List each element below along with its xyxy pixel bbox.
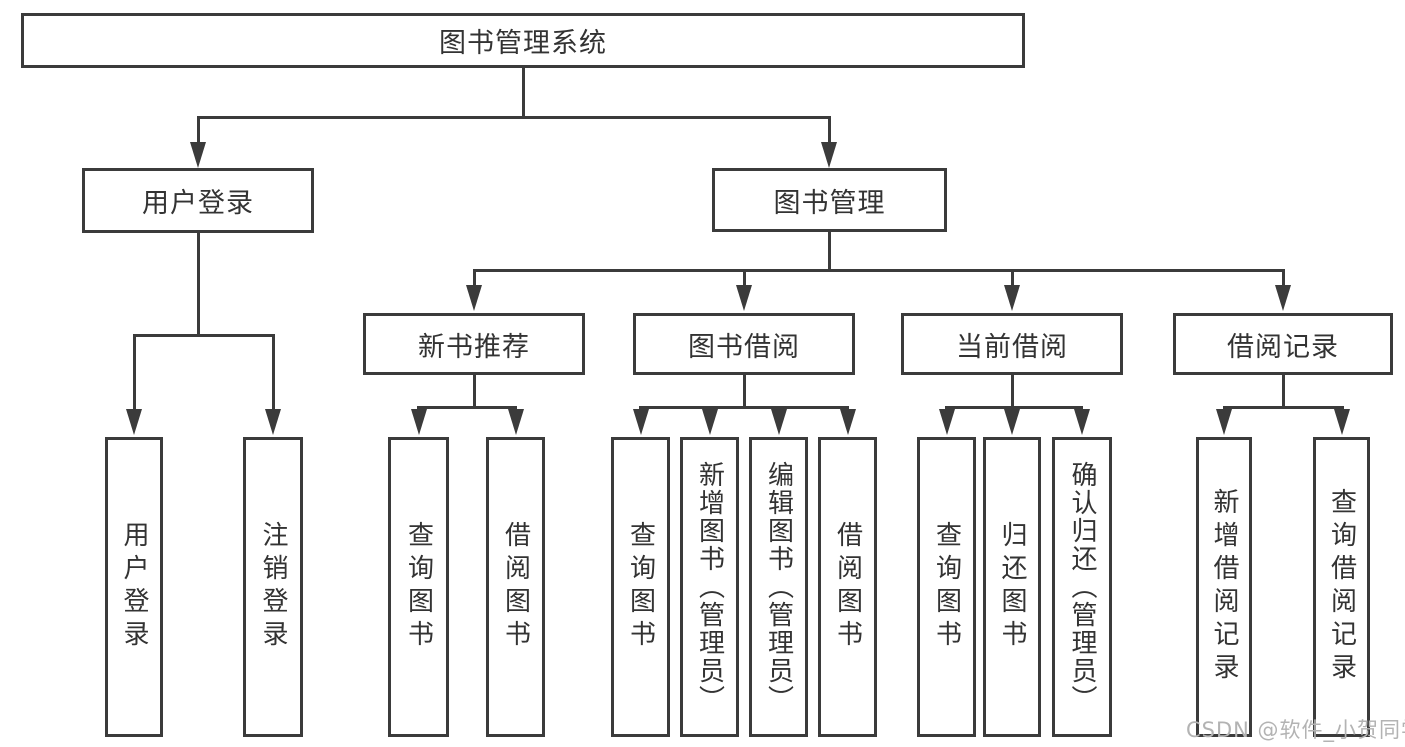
connector-line <box>132 334 275 337</box>
arrow-down-icon <box>1004 285 1020 311</box>
connector-line <box>1010 269 1014 287</box>
leaf-add-books-admin: 新增图书（管理员） <box>680 437 739 737</box>
connector-line <box>1222 406 1344 409</box>
arrow-down-icon <box>1004 409 1020 435</box>
arrow-down-icon <box>1074 409 1090 435</box>
leaf-borrow-books: 借阅图书 <box>818 437 877 737</box>
connector-line <box>472 269 476 287</box>
arrow-down-icon <box>736 285 752 311</box>
connector-line <box>1010 375 1014 409</box>
leaf-add-borrowing-record: 新增借阅记录 <box>1196 437 1252 737</box>
connector-line <box>742 375 746 409</box>
connector-line <box>196 116 200 144</box>
node-label: 图书管理系统 <box>439 28 607 59</box>
node-book-borrowing: 图书借阅 <box>633 313 855 375</box>
connector-line <box>472 375 476 409</box>
leaf-query-books-recommend: 查询图书 <box>388 437 449 737</box>
arrow-down-icon <box>507 409 524 435</box>
arrow-down-icon <box>265 409 281 435</box>
leaf-borrow-books-recommend: 借阅图书 <box>486 437 545 737</box>
connector-line <box>827 232 831 272</box>
connector-line <box>1281 375 1285 409</box>
node-current-borrowing: 当前借阅 <box>901 313 1123 375</box>
node-label: 查询图书 <box>931 521 962 653</box>
connector-line <box>196 233 200 337</box>
node-label: 图书管理 <box>773 187 886 219</box>
arrow-down-icon <box>839 409 856 435</box>
node-label: 借阅记录 <box>1227 331 1339 363</box>
connector-line <box>1281 269 1285 287</box>
node-label: 归还图书 <box>997 521 1027 653</box>
leaf-user-login: 用户登录 <box>105 437 163 737</box>
connector-line <box>271 334 275 412</box>
leaf-query-borrowing-record: 查询借阅记录 <box>1313 437 1370 737</box>
connector-line <box>521 68 525 118</box>
arrow-down-icon <box>701 409 718 435</box>
node-label: 用户登录 <box>142 188 254 219</box>
leaf-confirm-return-admin: 确认归还（管理员） <box>1052 437 1112 737</box>
arrow-down-icon <box>632 409 649 435</box>
node-label: 图书借阅 <box>688 331 800 363</box>
leaf-query-books-current: 查询图书 <box>917 437 976 737</box>
node-label: 查询图书 <box>625 521 656 653</box>
arrow-down-icon <box>190 142 206 168</box>
node-label: 新增借阅记录 <box>1209 488 1239 686</box>
connector-line <box>472 269 1285 272</box>
arrow-down-icon <box>466 285 482 311</box>
arrow-down-icon <box>821 142 837 168</box>
node-borrowing-records: 借阅记录 <box>1173 313 1393 375</box>
node-label: 新增图书（管理员） <box>694 461 725 713</box>
node-label: 借阅图书 <box>500 521 531 653</box>
connector-line <box>417 406 517 409</box>
node-new-book-recommendation: 新书推荐 <box>363 313 585 375</box>
connector-line <box>742 269 746 287</box>
node-label: 查询图书 <box>403 521 434 653</box>
arrow-down-icon <box>410 409 427 435</box>
leaf-logout: 注销登录 <box>243 437 303 737</box>
node-label: 编辑图书（管理员） <box>763 461 794 713</box>
arrow-down-icon <box>1334 409 1350 435</box>
node-label: 借阅图书 <box>832 521 863 653</box>
leaf-edit-books-admin: 编辑图书（管理员） <box>749 437 808 737</box>
arrow-down-icon <box>1216 409 1232 435</box>
connector-line <box>827 116 831 144</box>
leaf-return-books: 归还图书 <box>983 437 1041 737</box>
node-label: 查询借阅记录 <box>1326 488 1357 686</box>
arrow-down-icon <box>126 409 142 435</box>
node-label: 注销登录 <box>258 521 288 653</box>
node-label: 当前借阅 <box>956 331 1068 363</box>
node-label: 确认归还（管理员） <box>1067 461 1097 713</box>
node-label: 用户登录 <box>119 521 149 653</box>
csdn-watermark: CSDN @软件_小贺同学 <box>1186 718 1405 742</box>
connector-line <box>945 406 1083 409</box>
arrow-down-icon <box>1275 285 1291 311</box>
node-book-management: 图书管理 <box>712 168 947 232</box>
connector-line <box>132 334 136 412</box>
node-root-book-management-system: 图书管理系统 <box>21 13 1025 68</box>
arrow-down-icon <box>938 409 955 435</box>
leaf-query-books-borrowing: 查询图书 <box>611 437 670 737</box>
arrow-down-icon <box>770 409 787 435</box>
node-user-login: 用户登录 <box>82 168 314 233</box>
connector-line <box>639 406 849 409</box>
connector-line <box>196 116 831 119</box>
node-label: 新书推荐 <box>418 331 530 363</box>
